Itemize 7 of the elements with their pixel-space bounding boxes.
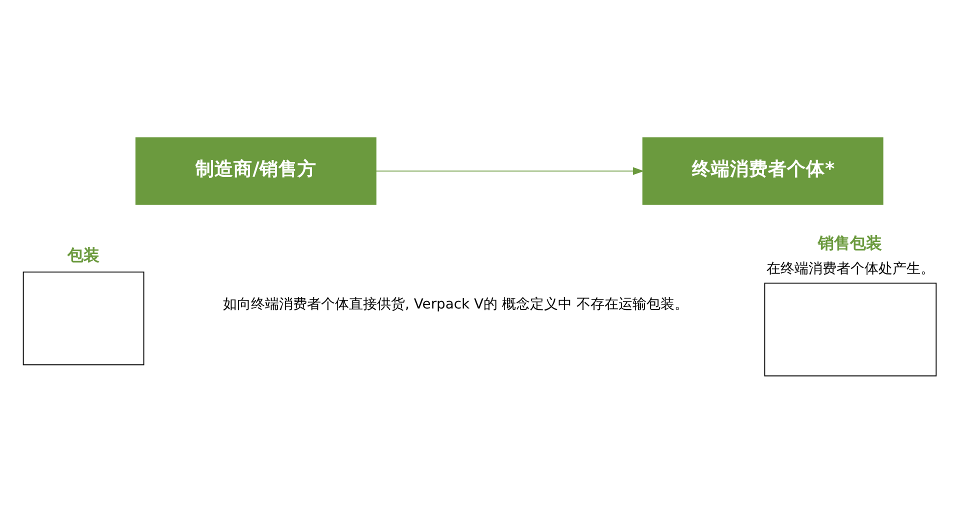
node-label: 销售包装 bbox=[818, 234, 882, 253]
node-box: 制造商/销售方 bbox=[135, 137, 376, 205]
node-label: 包装 bbox=[67, 246, 100, 265]
node-label: 在终端消费者个体处产生。 bbox=[766, 261, 935, 278]
arrow bbox=[376, 167, 644, 175]
node-box: 终端消费者个体* bbox=[642, 137, 884, 205]
label: 如向终端消费者个体直接供货, Verpack V的 概念定义中 不存在运输包装。 bbox=[223, 296, 688, 313]
